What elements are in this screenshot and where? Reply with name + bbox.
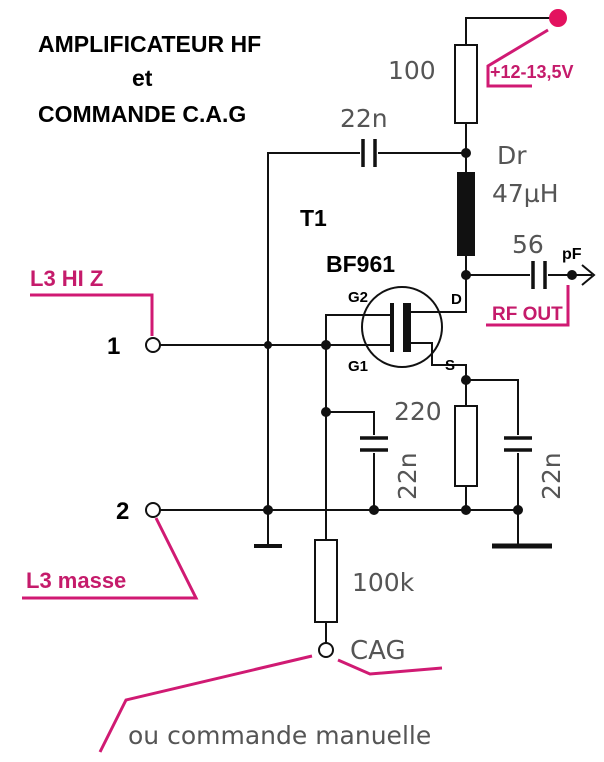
manual-control-label: ou commande manuelle (128, 721, 431, 750)
pin-s-label: S (445, 357, 455, 374)
choke-name-label: Dr (497, 141, 527, 170)
cap-22n-source-label: 22n (537, 452, 566, 500)
supply-point (549, 9, 567, 27)
cap-56-label: 56 (512, 230, 544, 259)
rf-out-callout-line (486, 285, 570, 327)
title-line-1: AMPLIFICATEUR HF (38, 31, 261, 57)
resistor-100 (454, 44, 478, 124)
terminal-1 (145, 337, 161, 353)
node-output (567, 270, 577, 280)
pin-g2-label: G2 (348, 289, 368, 306)
choke-dr (457, 172, 475, 256)
l3-hiz-callout-line (30, 293, 154, 336)
resistor-100-label: 100 (388, 56, 436, 85)
title-line-3: COMMANDE C.A.G (38, 101, 246, 127)
cag-callout-line-right (337, 658, 443, 676)
cap-22n-g2-label: 22n (393, 452, 422, 500)
pin-g1-label: G1 (348, 358, 368, 375)
l3-masse-label: L3 masse (26, 568, 126, 593)
resistor-100k-label: 100k (352, 568, 415, 597)
title-line-2: et (132, 65, 153, 91)
l3-hiz-label: L3 HI Z (30, 266, 103, 291)
node-input-a (264, 341, 272, 349)
l3-masse-callout-line (22, 517, 199, 600)
ground-right-icon (492, 510, 552, 549)
resistor-220-label: 220 (394, 397, 442, 426)
resistor-220 (454, 405, 478, 487)
supply-wiring (465, 9, 567, 45)
terminal-cag (318, 642, 334, 658)
pin-d-label: D (451, 291, 462, 308)
choke-value-label: 47µH (492, 179, 559, 208)
terminal-2-number: 2 (116, 498, 129, 525)
output-arrow-icon (581, 264, 596, 286)
cag-callout-line-left (98, 654, 313, 753)
transistor-ref: T1 (300, 205, 327, 231)
terminal-1-number: 1 (107, 333, 120, 360)
supply-callout-line (486, 28, 549, 88)
terminal-2 (145, 502, 161, 518)
ground-left-icon (254, 510, 282, 548)
supply-voltage-label: +12-13,5V (490, 62, 574, 82)
resistor-100k (314, 539, 338, 623)
cag-label: CAG (350, 636, 406, 666)
cap-22n-top-label: 22n (340, 104, 388, 133)
transistor-bf961-symbol (361, 286, 443, 368)
transistor-model: BF961 (326, 251, 395, 277)
rf-out-label: RF OUT (492, 304, 563, 325)
output-unit-label: pF (562, 246, 582, 263)
